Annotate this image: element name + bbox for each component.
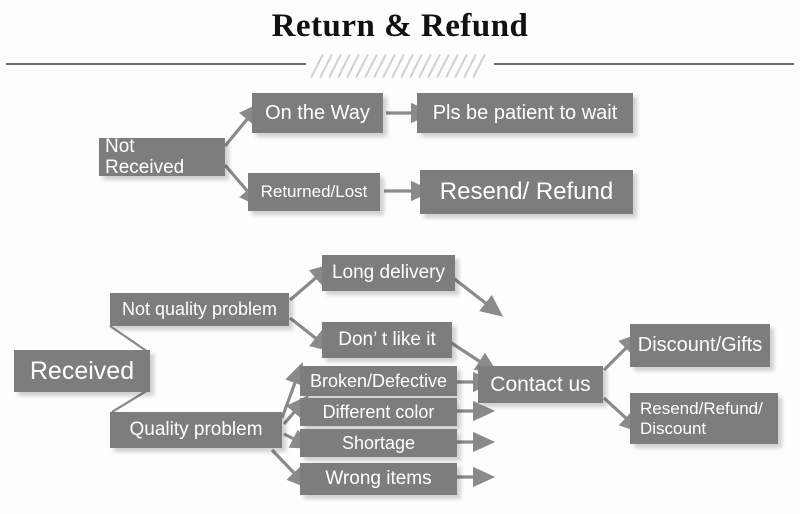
wire-quality-differentcolor (282, 395, 309, 426)
wire-contactus-resendrefunddiscount (602, 396, 643, 433)
wire-received-quality (111, 389, 149, 413)
node-discount-gifts[interactable]: Discount/Gifts (630, 324, 770, 367)
node-not-quality-problem[interactable]: Not quality problem (110, 293, 289, 326)
wire-quality-broken (280, 361, 305, 419)
node-label: Wrong items (325, 468, 432, 490)
node-label: Different color (322, 401, 435, 422)
node-label: Contact us (490, 372, 591, 396)
wire-received-notquality (109, 325, 149, 353)
node-broken-defective[interactable]: Broken/Defective (300, 366, 457, 396)
node-label: Shortage (341, 432, 416, 453)
node-on-the-way[interactable]: On the Way (252, 93, 383, 133)
node-label: Long delivery (331, 262, 446, 284)
node-label: Not Received (105, 135, 185, 178)
divider-rule-left (6, 63, 306, 65)
diagonal-hatch-icon (310, 53, 488, 79)
node-not-received[interactable]: Not Received (99, 135, 225, 178)
node-label: Resend/Refund/ Discount (640, 399, 763, 438)
title-divider (0, 53, 800, 79)
wire-notquality-dontlike (289, 316, 334, 352)
wire-notquality-longdelivery (288, 263, 333, 302)
node-label: Quality problem (129, 419, 263, 441)
node-pls-be-patient-to-wait[interactable]: Pls be patient to wait (417, 93, 633, 133)
node-received[interactable]: Received (14, 350, 150, 392)
node-label: Not quality problem (121, 299, 278, 320)
wire-contactus-discountgifts (602, 332, 642, 372)
node-quality-problem[interactable]: Quality problem (110, 412, 282, 448)
node-contact-us[interactable]: Contact us (478, 366, 603, 403)
node-resend-refund[interactable]: Resend/ Refund (420, 170, 633, 214)
node-label: Broken/Defective (309, 370, 448, 391)
node-returned-lost[interactable]: Returned/Lost (248, 173, 380, 211)
page-title: Return & Refund (271, 8, 529, 44)
node-label: Discount/Gifts (637, 334, 763, 357)
node-different-color[interactable]: Different color (300, 398, 457, 426)
wire-dontlike-contactus (449, 340, 499, 374)
wire-notreceived-ontheway (223, 102, 262, 148)
node-label: Returned/Lost (260, 182, 368, 202)
node-label: Don’ t like it (338, 329, 436, 351)
node-dont-like-it[interactable]: Don’ t like it (322, 322, 452, 358)
node-wrong-items[interactable]: Wrong items (300, 463, 457, 495)
divider-rule-right (494, 63, 794, 65)
wire-quality-shortage (283, 429, 314, 449)
wire-quality-wrongitems (270, 448, 310, 489)
node-label: Resend/ Refund (439, 177, 614, 205)
node-shortage[interactable]: Shortage (300, 429, 457, 457)
node-long-delivery[interactable]: Long delivery (322, 255, 455, 291)
node-label: On the Way (265, 101, 370, 124)
background-watermark (600, 58, 790, 92)
node-label: Received (29, 357, 135, 385)
node-label: Pls be patient to wait (432, 101, 618, 124)
wire-notreceived-returnedlost (223, 163, 262, 208)
node-resend-refund-discount[interactable]: Resend/Refund/ Discount (630, 393, 778, 444)
wire-longdelivery-contactus (451, 275, 504, 317)
